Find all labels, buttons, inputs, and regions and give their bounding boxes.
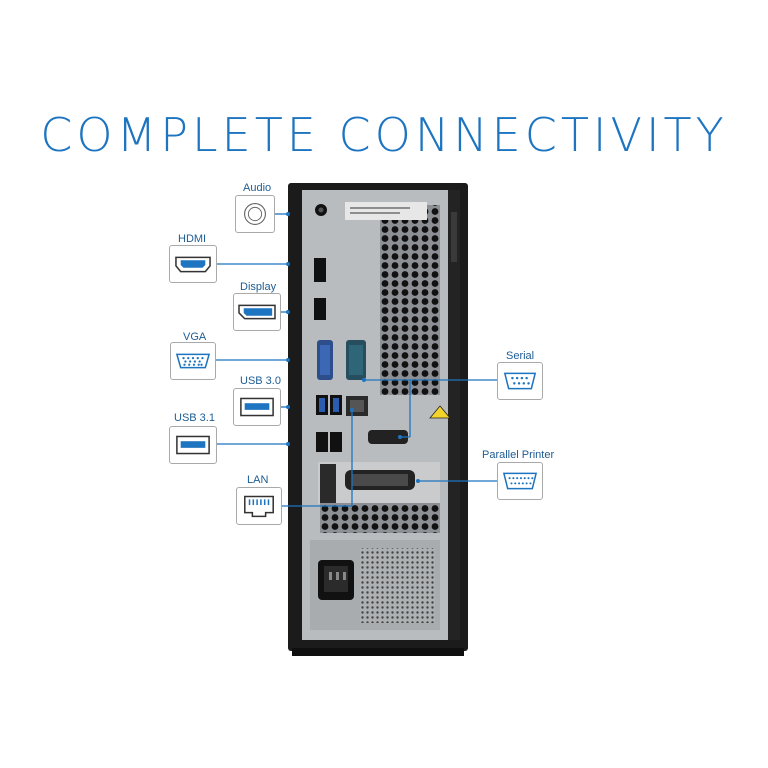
audio-jack-icon xyxy=(235,195,275,233)
displayport-icon xyxy=(233,293,281,331)
audio-label: Audio xyxy=(243,182,272,194)
hdmi-port-icon xyxy=(169,245,217,283)
displayport xyxy=(314,298,326,320)
vga-port-icon xyxy=(170,342,216,380)
page-title: COMPLETE CONNECTIVITY xyxy=(40,108,728,162)
vent-grill xyxy=(380,205,440,395)
serial-label: Serial xyxy=(506,350,535,362)
lan-label: LAN xyxy=(247,474,269,486)
vga-label: VGA xyxy=(183,331,207,343)
parallel-printer-label: Parallel Printer xyxy=(482,449,555,461)
display-label: Display xyxy=(240,281,277,293)
usb-3-0-port-icon xyxy=(233,388,281,426)
usb-3-1-port-icon xyxy=(169,426,217,464)
usb-3-1-label: USB 3.1 xyxy=(174,412,215,424)
product-label xyxy=(345,202,427,220)
leader-lines xyxy=(216,213,497,507)
hdmi-port xyxy=(314,258,326,282)
hdmi-label: HDMI xyxy=(178,233,207,245)
parallel-port-icon xyxy=(497,462,543,500)
usb-3-1-ports xyxy=(316,432,328,452)
ethernet-port-icon xyxy=(236,487,282,525)
serial-port xyxy=(368,430,408,444)
usb-3-0-label: USB 3.0 xyxy=(240,375,281,387)
serial-port-icon xyxy=(497,362,543,400)
